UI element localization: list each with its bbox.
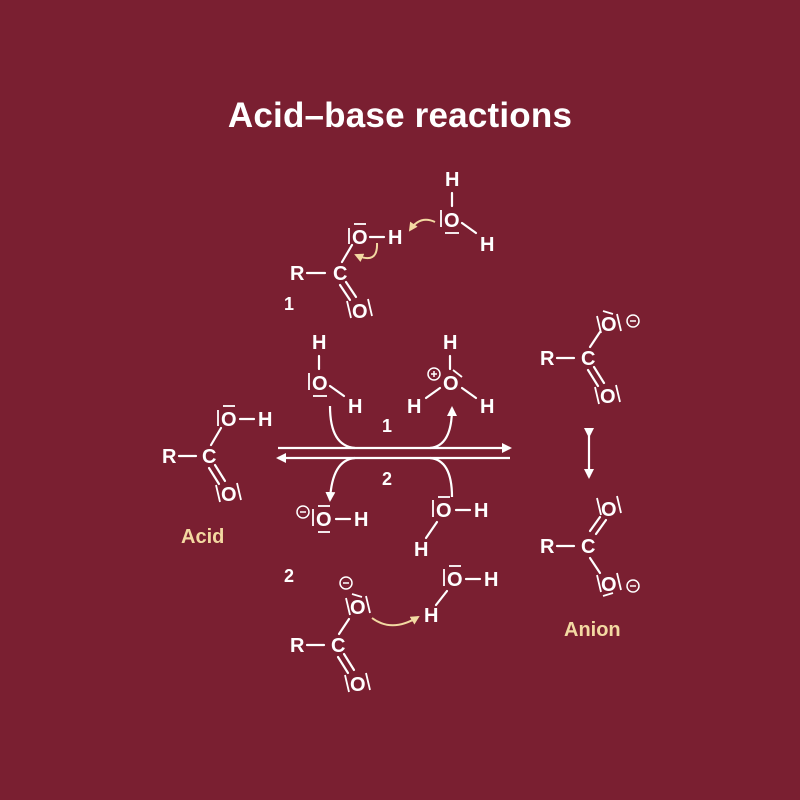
atom-o: O: [443, 373, 459, 395]
atom-r: R: [290, 635, 305, 657]
atom-c: C: [202, 446, 216, 468]
step-number: 2: [382, 469, 392, 489]
atom-h: H: [480, 396, 494, 418]
atom-h: H: [414, 539, 428, 561]
atom-h: H: [484, 569, 498, 591]
mechanism-2: 2 O R C O O H H: [284, 565, 498, 696]
atom-h: H: [424, 605, 438, 627]
atom-r: R: [540, 536, 555, 558]
atom-h: H: [348, 396, 362, 418]
atom-o: O: [436, 500, 452, 522]
positive-charge-icon: [427, 367, 441, 381]
step-number: 1: [284, 294, 294, 314]
step-number: 2: [284, 566, 294, 586]
atom-c: C: [333, 263, 347, 285]
atom-o: O: [444, 210, 460, 232]
atom-h: H: [474, 500, 488, 522]
atom-o: O: [352, 301, 368, 323]
atom-o: O: [352, 227, 368, 249]
atom-o: O: [350, 674, 366, 696]
atom-c: C: [331, 635, 345, 657]
atom-o: O: [221, 409, 237, 431]
atom-r: R: [162, 446, 177, 468]
negative-charge-icon: [626, 579, 640, 593]
step-number: 1: [382, 416, 392, 436]
atom-h: H: [445, 169, 459, 191]
atom-h: H: [354, 509, 368, 531]
atom-r: R: [540, 348, 555, 370]
equilibrium-arrows: 1 2 H O H H O H H O H: [276, 332, 512, 561]
atom-o: O: [350, 597, 366, 619]
diagram-title: Acid–base reactions: [227, 96, 573, 135]
anion-label: Anion: [564, 619, 621, 641]
atom-o: O: [316, 509, 332, 531]
atom-o: O: [447, 569, 463, 591]
atom-h: H: [388, 227, 402, 249]
atom-c: C: [581, 536, 595, 558]
atom-h: H: [407, 396, 421, 418]
electron-arrow: [354, 242, 379, 262]
mechanism-1: R C O H O H O H 1: [284, 169, 494, 323]
atom-c: C: [581, 348, 595, 370]
atom-h: H: [443, 332, 457, 354]
anion-resonance: R C O O O R C O Anion: [540, 310, 640, 641]
atom-o: O: [600, 386, 616, 408]
atom-o: O: [221, 484, 237, 506]
negative-charge-icon: [339, 576, 353, 590]
acid-structure: R C O H O Acid: [162, 405, 272, 548]
atom-h: H: [258, 409, 272, 431]
atom-h: H: [480, 234, 494, 256]
atom-h: H: [312, 332, 326, 354]
acid-label: Acid: [181, 526, 224, 548]
negative-charge-icon: [296, 505, 310, 519]
electron-arrow: [408, 218, 436, 232]
atom-o: O: [601, 574, 617, 596]
electron-arrow: [371, 615, 420, 627]
atom-o: O: [601, 499, 617, 521]
atom-r: R: [290, 263, 305, 285]
atom-o: O: [312, 373, 328, 395]
negative-charge-icon: [626, 314, 640, 328]
atom-o: O: [601, 314, 617, 336]
